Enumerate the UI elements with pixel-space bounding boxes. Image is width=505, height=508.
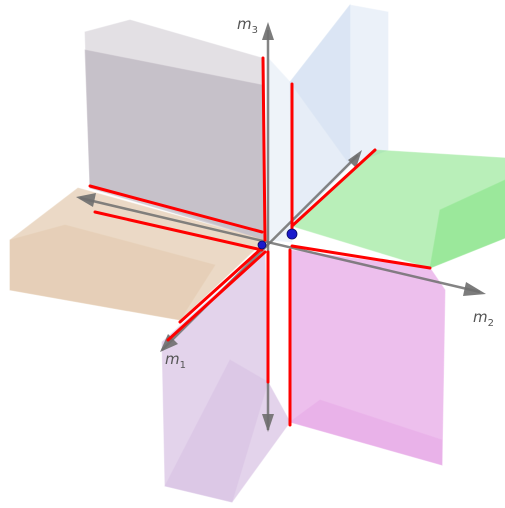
axis-label-m1: m1 bbox=[165, 350, 186, 371]
axis-m2 bbox=[79, 196, 481, 294]
slab-top-right bbox=[267, 3, 389, 243]
axis-m1-arrow-top bbox=[348, 150, 362, 168]
edge-diagonal-lower-2 bbox=[178, 246, 264, 324]
red-edges bbox=[88, 56, 432, 427]
origin-points bbox=[257, 228, 298, 250]
slab-right bbox=[291, 149, 505, 269]
edge-diagonal-lower bbox=[166, 250, 267, 342]
edge-vertical-upper bbox=[261, 56, 267, 242]
slab-left bbox=[9, 187, 266, 321]
slab-bottom-right bbox=[288, 249, 446, 466]
axis-m3-arrow-top bbox=[262, 22, 274, 40]
axis-m1-arrow-bottom bbox=[160, 334, 178, 352]
origin-point-1 bbox=[257, 240, 267, 250]
axis-label-m2: m2 bbox=[473, 308, 494, 329]
axis-m2-arrow-left bbox=[76, 193, 96, 207]
edge-horizontal-left-low bbox=[93, 210, 264, 252]
edge-horizontal-right bbox=[290, 244, 432, 270]
origin-point-2 bbox=[286, 228, 298, 240]
axis-m3-arrow-bottom bbox=[262, 414, 274, 432]
slab-top-left bbox=[84, 19, 266, 241]
axis-label-m3: m3 bbox=[237, 15, 258, 36]
slab-bottom-left bbox=[161, 248, 291, 503]
axis-m2-arrow-right bbox=[463, 282, 486, 296]
edge-horizontal-right-upper bbox=[290, 148, 377, 228]
edge-horizontal-left bbox=[88, 184, 264, 234]
